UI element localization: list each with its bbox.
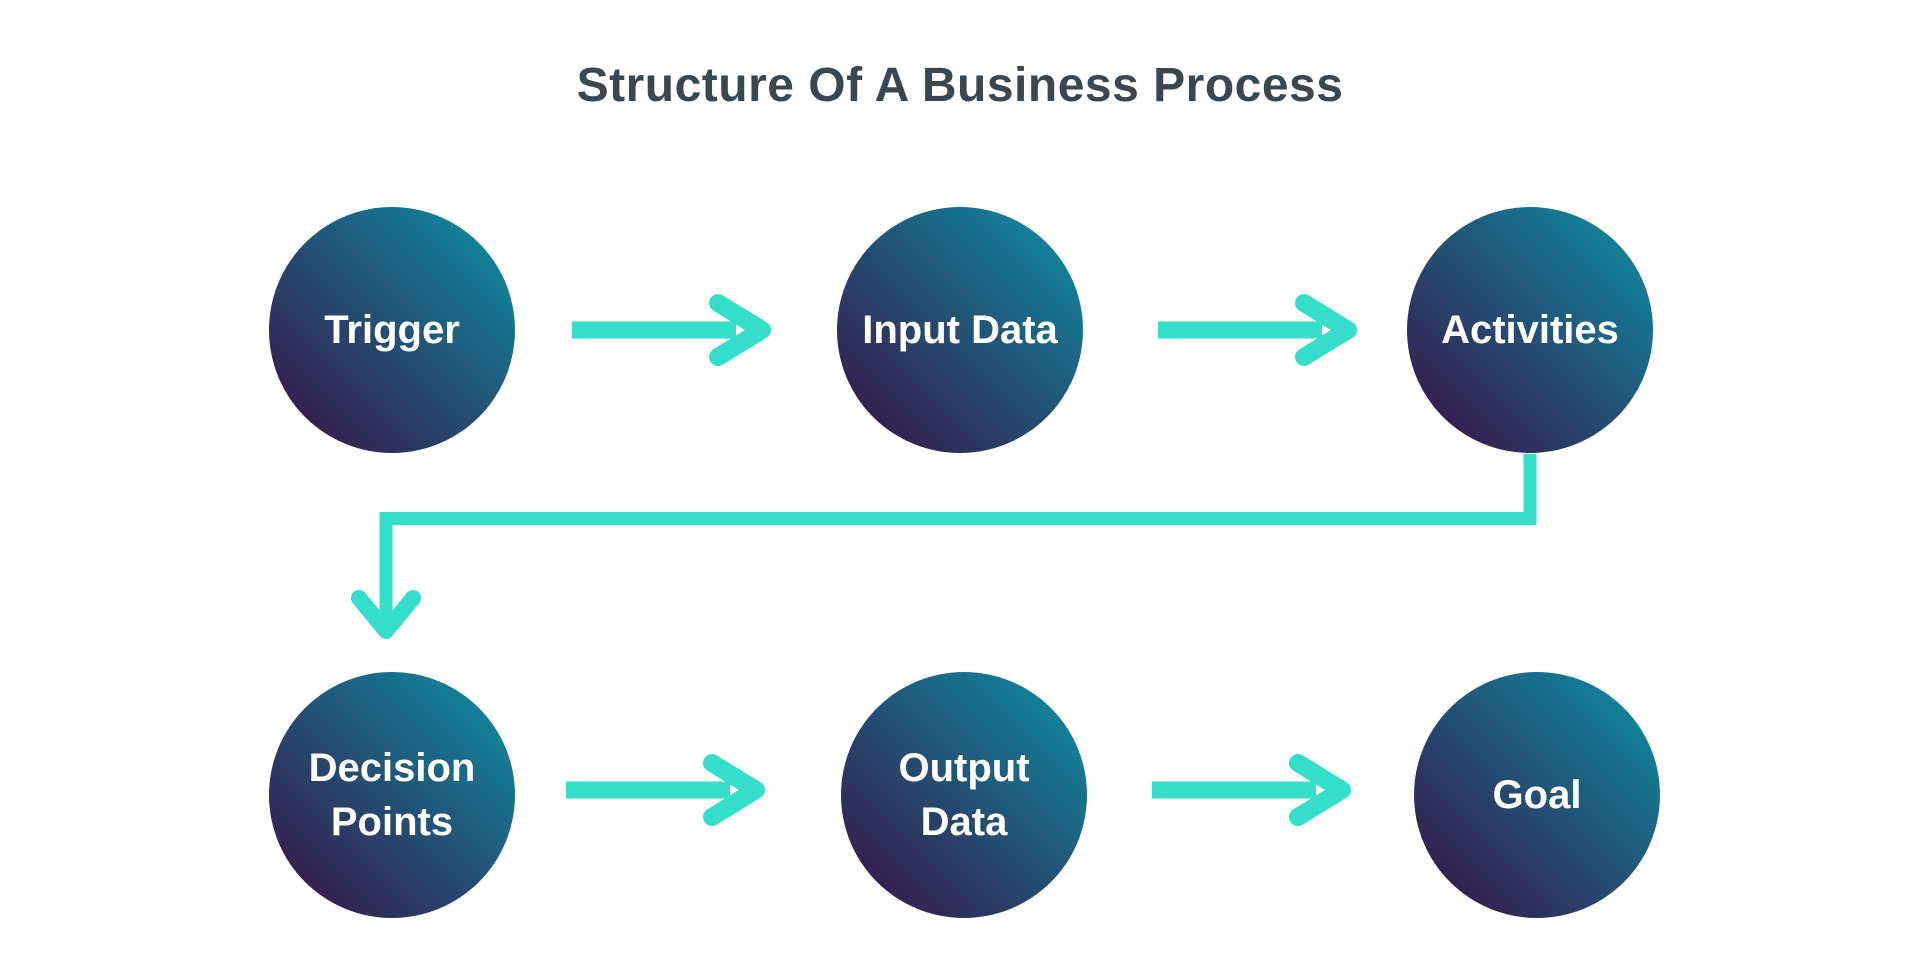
node-decision-points-label: Decision Points xyxy=(308,746,476,844)
node-decision-points: Decision Points xyxy=(269,672,515,918)
node-activities-label: Activities xyxy=(1441,308,1619,352)
node-trigger: Trigger xyxy=(269,207,515,453)
arrow-input-data-to-activities xyxy=(1158,294,1357,366)
node-input-data: Input Data xyxy=(837,207,1083,453)
node-output-data: Output Data xyxy=(841,672,1087,918)
arrow-output-data-to-goal xyxy=(1152,754,1351,826)
node-output-data-label: Output Data xyxy=(898,746,1030,844)
node-activities: Activities xyxy=(1407,207,1653,453)
page-title: Structure Of A Business Process xyxy=(576,59,1344,112)
node-trigger-label: Trigger xyxy=(324,308,460,352)
node-goal: Goal xyxy=(1414,672,1660,918)
node-goal-label: Goal xyxy=(1492,773,1582,817)
arrow-decision-points-to-output-data xyxy=(566,754,765,826)
arrow-trigger-to-input-data xyxy=(572,294,771,366)
node-input-data-label: Input Data xyxy=(862,308,1058,352)
connector-activities-to-decision-points xyxy=(351,454,1537,639)
